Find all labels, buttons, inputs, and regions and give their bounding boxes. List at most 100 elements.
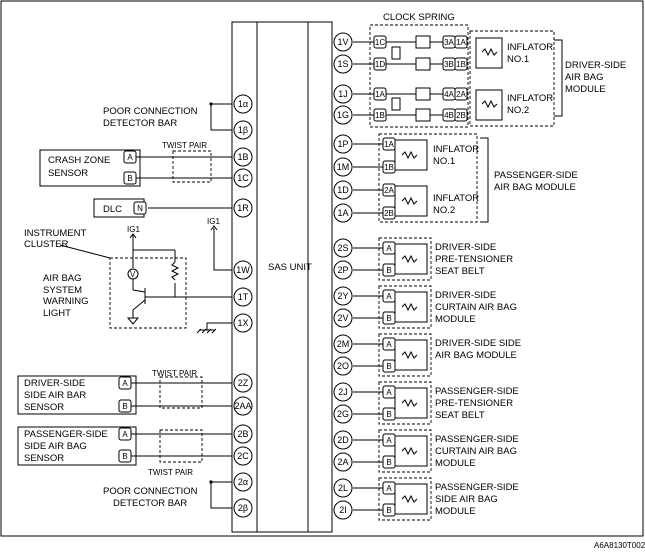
svg-text:1B: 1B [237, 152, 248, 162]
device-pin [333, 238, 353, 258]
svg-text:2α: 2α [238, 477, 248, 487]
device-pin [333, 286, 353, 306]
svg-text:B: B [127, 174, 132, 183]
device-pin-label: 2J [338, 387, 348, 397]
pin-2z: 2Z [233, 373, 253, 393]
pin-1t: 1T [233, 287, 253, 307]
svg-text:B: B [386, 506, 391, 515]
device-label-1: DRIVER-SIDE SIDE [435, 338, 521, 349]
svg-text:A: A [122, 430, 128, 439]
svg-text:2A: 2A [456, 90, 466, 99]
svg-text:B: B [386, 362, 391, 371]
device-label-3: SEAT BELT [435, 266, 485, 277]
sas-unit-label: SAS UNIT [268, 262, 312, 273]
driver-inflator-2: 1A 1B 4A 2A 4B 2B INFLATOR NO.2 [353, 87, 553, 122]
svg-text:B: B [386, 458, 391, 467]
crash-zone-sensor: CRASH ZONE SENSOR TWIST PAIR [39, 141, 232, 187]
left-pins: 1α 1β 1B 1C 1R 1W 1T 1X 2Z 2AA 2B 2C 2α … [233, 94, 253, 518]
device-element [394, 435, 428, 467]
crash-zone-term-a: A [123, 150, 137, 164]
svg-text:1T: 1T [238, 292, 249, 302]
device-pin [333, 334, 353, 354]
dlc-connector: DLC [93, 198, 232, 218]
svg-text:B: B [122, 402, 127, 411]
device-label-2: AIR BAG MODULE [435, 350, 517, 361]
device-pin-label: 2O [337, 361, 349, 371]
device-pin [333, 356, 353, 376]
device-element [394, 387, 428, 419]
svg-text:SIDE AIR BAG: SIDE AIR BAG [24, 441, 87, 452]
svg-text:DLC: DLC [103, 204, 122, 215]
svg-text:2B: 2B [456, 111, 466, 120]
svg-text:1G: 1G [337, 110, 349, 120]
pin-1w: 1W [233, 260, 253, 280]
svg-text:V: V [130, 270, 136, 279]
sas-unit: SAS UNIT [231, 21, 333, 533]
svg-text:DRIVER-SIDE: DRIVER-SIDE [565, 60, 626, 71]
svg-text:2Z: 2Z [238, 378, 249, 388]
svg-text:NO.1: NO.1 [433, 156, 455, 167]
svg-text:POOR CONNECTION: POOR CONNECTION [103, 106, 198, 117]
svg-text:A: A [122, 379, 128, 388]
ds-side-term-b: B [118, 399, 132, 413]
svg-text:A: A [386, 484, 392, 493]
svg-text:SENSOR: SENSOR [24, 453, 64, 464]
pin-2b: 2B [233, 424, 253, 444]
device-pin-label: 2S [337, 243, 348, 253]
svg-text:2B: 2B [384, 209, 394, 218]
device-element [394, 291, 428, 323]
svg-text:MODULE: MODULE [565, 84, 606, 95]
svg-text:AIR BAG: AIR BAG [565, 72, 604, 83]
passenger-air-bag-module: 1A 1B INFLATOR NO.1 2A 2B INFLATOR NO.2 … [353, 133, 578, 223]
device-label-1: DRIVER-SIDE [435, 242, 496, 253]
svg-text:NO.2: NO.2 [507, 105, 529, 116]
device-label-2: PRE-TENSIONER [435, 254, 513, 265]
svg-text:1C: 1C [237, 173, 249, 183]
svg-text:A: A [386, 388, 392, 397]
svg-text:INSTRUMENT: INSTRUMENT [24, 228, 86, 239]
ps-side-term-a: A [118, 427, 132, 441]
pin-1beta: 1β [233, 120, 253, 140]
svg-text:1A: 1A [384, 140, 394, 149]
device-pin-label: 2G [337, 409, 349, 419]
twist-pair-box-2 [159, 376, 203, 409]
driver-air-bag-module: 1C 1D 3A 1A 3B 1B INFLATOR NO.1 1A 1B [353, 30, 626, 127]
pin-1v: 1V [333, 32, 353, 52]
svg-text:SENSOR: SENSOR [24, 402, 64, 413]
svg-text:NO.1: NO.1 [507, 54, 529, 65]
pin-1x: 1X [233, 313, 253, 333]
device-pin [333, 478, 353, 498]
svg-text:DETECTOR BAR: DETECTOR BAR [113, 498, 187, 509]
diagram-frame [0, 0, 644, 537]
svg-text:AIR BAG MODULE: AIR BAG MODULE [494, 182, 576, 193]
svg-text:1B: 1B [384, 163, 394, 172]
right-pins: 1V 1S 1J 1G 1P 1M 1D 1A [333, 32, 353, 223]
dlc-term-n: N [133, 201, 147, 215]
driver-inflator-1: 1C 1D 3A 1A 3B 1B INFLATOR NO.1 [353, 35, 553, 71]
svg-text:2C: 2C [237, 451, 249, 461]
svg-text:B: B [386, 410, 391, 419]
device-label-1: PASSENGER-SIDE [435, 434, 519, 445]
twist-pair-label-2: TWIST PAIR [152, 369, 197, 378]
twist-pair-label-3: TWIST PAIR [148, 468, 193, 477]
svg-text:DRIVER-SIDE: DRIVER-SIDE [24, 378, 85, 389]
svg-text:2B: 2B [237, 429, 248, 439]
ps-side-term-b: B [118, 449, 132, 463]
pin-2aa: 2AA [233, 396, 253, 416]
device-pin-label: 2Y [337, 291, 348, 301]
device-pin-label: 2L [338, 483, 348, 493]
svg-text:LIGHT: LIGHT [43, 308, 71, 319]
device-element [394, 243, 428, 275]
pin-1r: 1R [233, 198, 253, 218]
svg-text:INFLATOR: INFLATOR [507, 93, 553, 104]
svg-text:1M: 1M [337, 162, 350, 172]
svg-text:1β: 1β [238, 125, 248, 135]
pin-1d: 1D [333, 180, 353, 200]
pin-1b: 1B [233, 147, 253, 167]
svg-text:A: A [386, 340, 392, 349]
passenger-inflator-1: 1A 1B INFLATOR NO.1 [353, 137, 479, 174]
clock-spring-label: CLOCK SPRING [383, 12, 455, 23]
svg-text:1A: 1A [456, 38, 466, 47]
